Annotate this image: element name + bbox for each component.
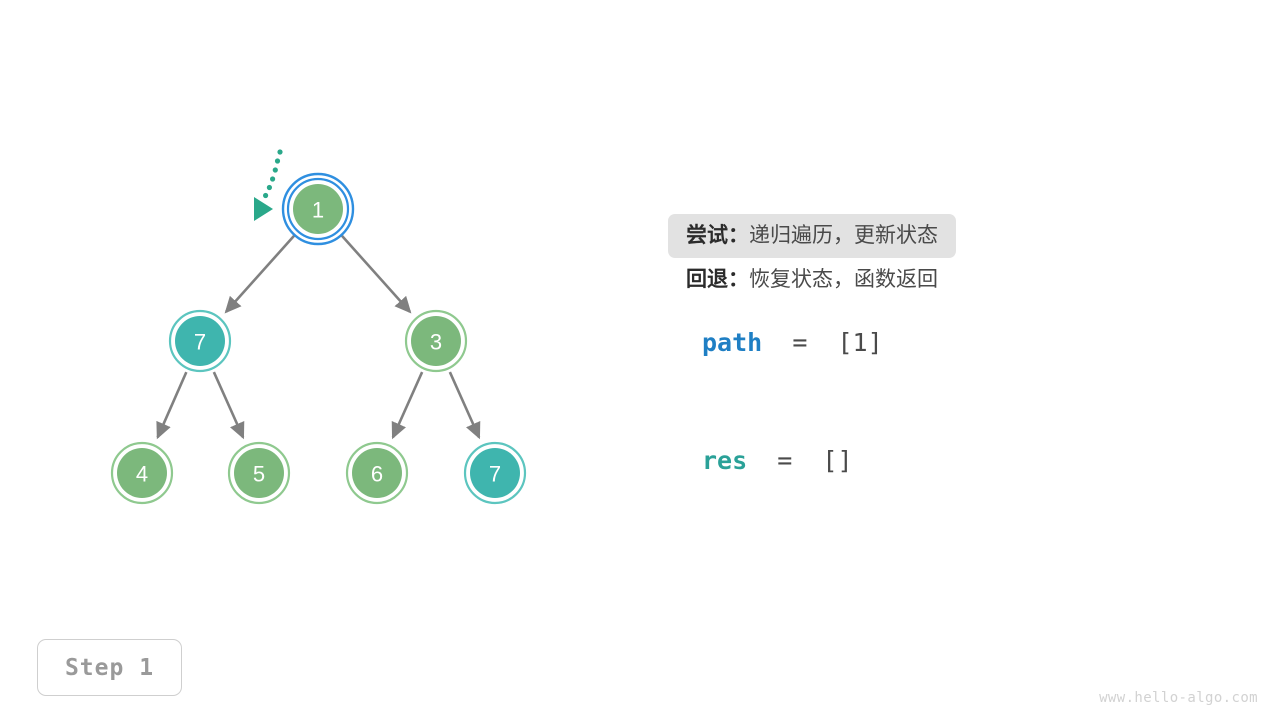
path-variable-value: = [1]	[762, 328, 883, 357]
back-key: 回退：	[686, 268, 749, 291]
res-variable-value: = []	[747, 446, 853, 475]
tree-nodes: 1 7 3 4 5 6 7	[110, 172, 527, 505]
path-variable-name: path	[702, 328, 763, 357]
node-body	[234, 448, 284, 498]
node-outer-ring	[345, 441, 409, 505]
node-outer-ring	[110, 441, 174, 505]
node-body	[293, 184, 343, 234]
step-badge: Step 1	[37, 639, 182, 696]
tree-edge	[156, 371, 188, 440]
tree-node-1[interactable]: 1	[281, 172, 355, 246]
node-label: 5	[253, 462, 265, 487]
node-label: 4	[136, 462, 148, 487]
path-variable-line: path = [1]	[702, 328, 883, 357]
node-outer-ring	[286, 177, 350, 241]
try-line: 尝试：递归遍历，更新状态	[668, 214, 956, 258]
watermark: www.hello-algo.com	[1099, 690, 1258, 706]
tree-node-7[interactable]: 7	[463, 441, 527, 505]
info-panel: 尝试：递归遍历，更新状态 回退：恢复状态，函数返回	[668, 214, 1206, 302]
tree-node-4[interactable]: 4	[110, 441, 174, 505]
tree-edge	[212, 371, 245, 440]
tree-node-3[interactable]: 3	[404, 309, 468, 373]
tree-edge	[448, 371, 481, 440]
node-label: 3	[430, 330, 442, 355]
node-body	[352, 448, 402, 498]
res-variable-line: res = []	[702, 446, 853, 475]
node-outer-ring	[463, 441, 527, 505]
node-active-highlight-ring	[281, 172, 355, 246]
try-value: 递归遍历，更新状态	[749, 224, 938, 247]
try-key: 尝试：	[686, 224, 749, 247]
node-body	[411, 316, 461, 366]
try-line-wrapper: 尝试：递归遍历，更新状态	[668, 214, 1206, 258]
tree-node-7[interactable]: 7	[168, 309, 232, 373]
tree-edges	[156, 233, 481, 440]
step-badge-label: Step 1	[64, 654, 155, 681]
tree-node-6[interactable]: 6	[345, 441, 409, 505]
node-body	[117, 448, 167, 498]
node-label: 7	[489, 462, 501, 487]
tree-edge	[339, 233, 412, 314]
node-outer-ring	[168, 309, 232, 373]
tree-edge	[224, 233, 297, 314]
node-outer-ring	[227, 441, 291, 505]
traversal-pointer-icon	[254, 149, 283, 221]
tree-edge	[391, 371, 424, 440]
node-label: 6	[371, 462, 383, 487]
back-line-wrapper: 回退：恢复状态，函数返回	[686, 258, 1206, 302]
node-label: 1	[312, 198, 324, 223]
back-line: 回退：恢复状态，函数返回	[668, 258, 956, 302]
res-variable-name: res	[702, 446, 748, 475]
node-body	[470, 448, 520, 498]
node-body	[175, 316, 225, 366]
back-value: 恢复状态，函数返回	[749, 268, 938, 291]
binary-tree-diagram: 1 7 3 4 5 6 7	[110, 149, 527, 505]
tree-node-5[interactable]: 5	[227, 441, 291, 505]
node-outer-ring	[404, 309, 468, 373]
node-label: 7	[194, 330, 206, 355]
